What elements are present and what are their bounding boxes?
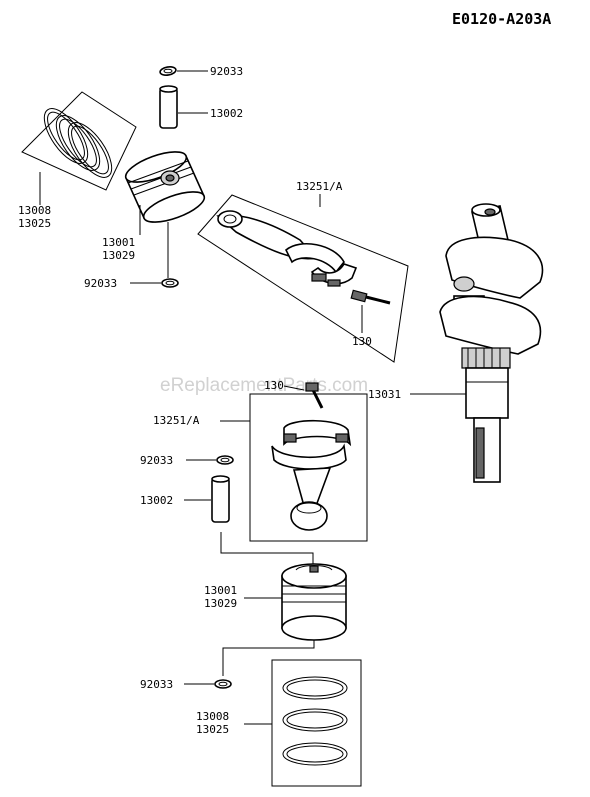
label-bolt-mid[interactable]: 130 (264, 379, 284, 392)
connecting-rod-kit-mid[interactable] (249, 393, 368, 542)
label-piston-bot-a[interactable]: 13001 (204, 584, 237, 597)
label-piston-top-b[interactable]: 13029 (102, 249, 135, 262)
label-crankshaft[interactable]: 13031 (368, 388, 401, 401)
label-rings-top-b[interactable]: 13025 (18, 217, 51, 230)
crankshaft[interactable] (439, 203, 544, 483)
label-piston-bot-b[interactable]: 13029 (204, 597, 237, 610)
label-circlip-mid[interactable]: 92033 (140, 454, 173, 467)
piston-pin-top[interactable] (159, 85, 178, 129)
rod-bolt-top[interactable] (350, 289, 391, 305)
label-bolt-top[interactable]: 130 (352, 335, 372, 348)
piston-pin-mid[interactable] (211, 475, 230, 523)
label-circlip-bot[interactable]: 92033 (140, 678, 173, 691)
label-rod-box-mid[interactable]: 13251/A (153, 414, 200, 427)
label-rings-top-a[interactable]: 13008 (18, 204, 51, 217)
label-pin-top[interactable]: 13002 (210, 107, 243, 120)
label-pin-mid[interactable]: 13002 (140, 494, 173, 507)
circlip-mid[interactable] (216, 455, 234, 465)
circlip-bottom[interactable] (214, 679, 232, 689)
label-circlip-top-lower[interactable]: 92033 (84, 277, 117, 290)
rod-bolt-mid[interactable] (305, 382, 324, 409)
diagram-code: E0120-A203A (452, 10, 551, 28)
piston-top[interactable] (122, 146, 208, 229)
label-rod-box-top[interactable]: 13251/A (296, 180, 343, 193)
circlip-top-lower[interactable] (161, 278, 179, 288)
label-rings-bot-a[interactable]: 13008 (196, 710, 229, 723)
piston-rings-top[interactable] (21, 91, 137, 191)
circlip-top[interactable] (159, 66, 177, 77)
label-rings-bot-b[interactable]: 13025 (196, 723, 229, 736)
label-circlip-top[interactable]: 92033 (210, 65, 243, 78)
label-piston-top-a[interactable]: 13001 (102, 236, 135, 249)
piston-rings-bottom[interactable] (271, 659, 362, 787)
piston-bottom[interactable] (281, 563, 347, 641)
connecting-rod-kit-top[interactable] (197, 194, 409, 363)
